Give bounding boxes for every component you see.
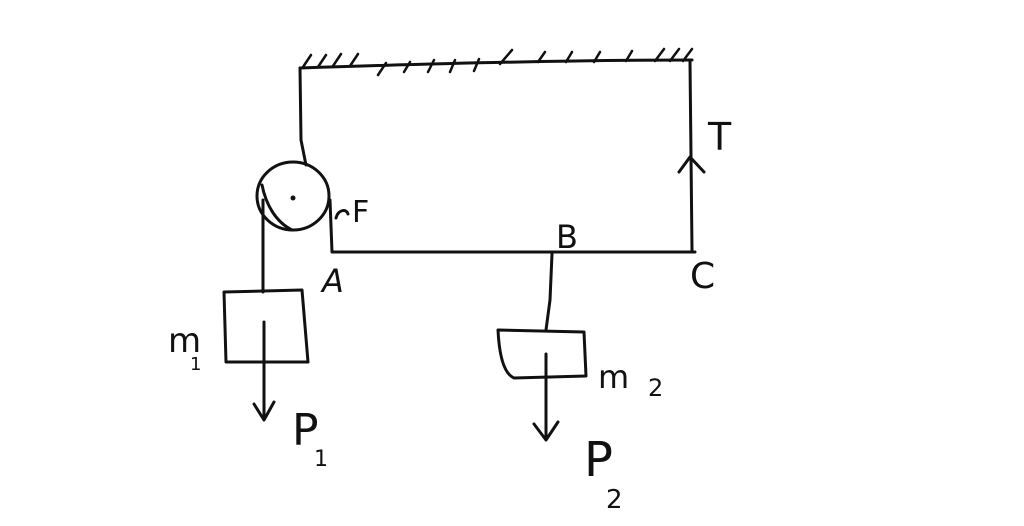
- label-t: T: [707, 115, 732, 159]
- label-f: F: [352, 195, 369, 230]
- label-p2: P: [584, 432, 613, 488]
- ceiling-line: [298, 58, 694, 70]
- label-m1: m: [168, 321, 201, 361]
- weight-arrow-p2: [532, 352, 560, 442]
- ceiling: [298, 47, 694, 77]
- pulley-axle: [290, 195, 296, 201]
- pulley: [255, 160, 331, 232]
- label-p1: P: [292, 405, 319, 456]
- bar-ac: [328, 198, 697, 254]
- label-c: C: [690, 256, 715, 297]
- label-f-arc: [334, 209, 350, 220]
- tension-arrow-head: [677, 155, 706, 174]
- label-m1-sub: 1: [190, 354, 201, 375]
- label-p2-sub: 2: [606, 485, 623, 515]
- weight-arrow-p1: [252, 320, 276, 422]
- label-a: A: [320, 262, 344, 300]
- label-m2: m: [598, 358, 629, 396]
- block-m1: [222, 288, 310, 364]
- ceiling-hatching: [301, 47, 694, 77]
- rope-m2: [544, 252, 554, 332]
- label-p1-sub: 1: [314, 447, 328, 472]
- block-m2: [496, 328, 588, 380]
- label-b: B: [556, 218, 578, 256]
- left-support-rope: [298, 66, 308, 167]
- label-m2-sub: 2: [648, 374, 663, 402]
